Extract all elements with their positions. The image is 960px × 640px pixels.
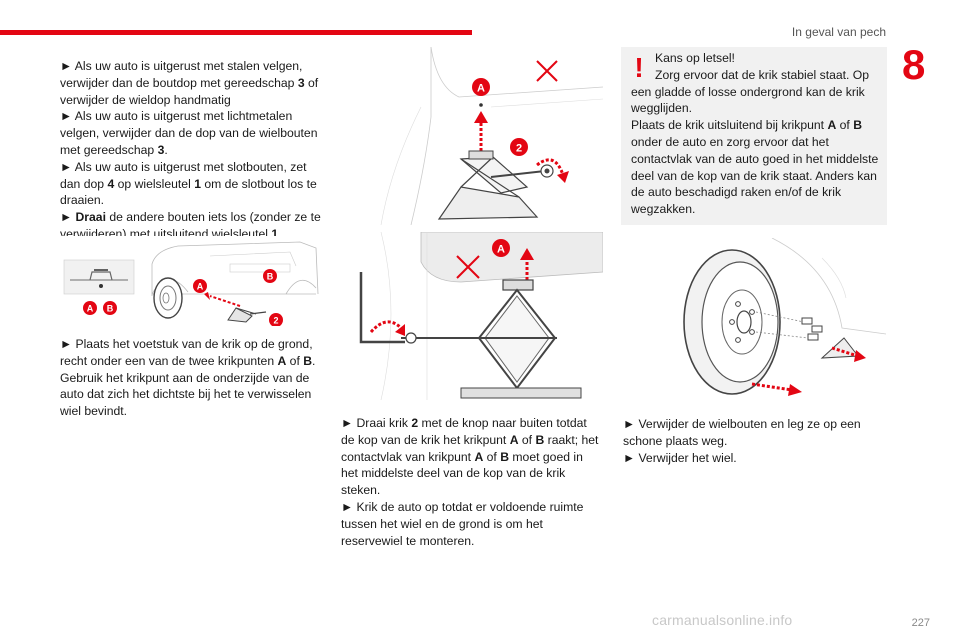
step-raise-car: ► Krik de auto op totdat er voldoende ru…	[341, 499, 584, 548]
step-remove-wheel: ► Verwijder het wiel.	[623, 450, 737, 465]
warning-text: Kans op letsel! Zorg ervoor dat de krik …	[631, 51, 879, 217]
step-turn-jack: ► Draai krik 2 met de knop naar buiten t…	[341, 416, 599, 498]
figure-jack-raise: A 2	[341, 47, 603, 225]
figure-jack-contact: A	[341, 232, 603, 400]
watermark: carmanualsonline.info	[652, 612, 793, 628]
step-steel-rims: ► Als uw auto is uitgerust met stalen ve…	[60, 59, 319, 107]
step-remove-bolts: ► Verwijder de wielbouten en leg ze op e…	[623, 417, 861, 448]
label-a: A	[87, 304, 94, 314]
section-title: In geval van pech	[791, 25, 886, 39]
step-nearest-point: Gebruik het krikpunt aan de onderzijde v…	[60, 370, 312, 419]
warning-title: Kans op letsel!	[655, 51, 735, 65]
label-b-car: B	[267, 272, 274, 282]
col3-instructions: ► Verwijder de wielbouten en leg ze op e…	[623, 416, 885, 466]
figure-wheel-removal	[622, 238, 886, 398]
step-alloy-rims: ► Als uw auto is uitgerust met lichtmeta…	[60, 109, 318, 157]
label-2: 2	[273, 316, 278, 326]
warning-icon: !	[634, 52, 644, 83]
col1-instructions-2: ► Plaats het voetstuk van de krik op de …	[60, 336, 330, 420]
step-lock-bolts: ► Als uw auto is uitgerust met slotboute…	[60, 159, 317, 208]
label-a: A	[477, 83, 485, 95]
col1-instructions: ► Als uw auto is uitgerust met stalen ve…	[60, 58, 330, 243]
step-place-jack: ► Plaats het voetstuk van de krik op de …	[60, 337, 316, 368]
figure-jack-points: A B A B 2	[60, 236, 322, 326]
warning-box	[621, 47, 887, 225]
col2-instructions: ► Draai krik 2 met de knop naar buiten t…	[341, 415, 603, 549]
label-b: B	[107, 304, 114, 314]
chapter-number: 8	[902, 41, 926, 88]
label-2: 2	[516, 143, 522, 155]
label-a: A	[497, 244, 505, 256]
label-a-car: A	[197, 282, 204, 292]
header-accent-bar	[0, 30, 472, 35]
page-number: 227	[911, 617, 930, 629]
